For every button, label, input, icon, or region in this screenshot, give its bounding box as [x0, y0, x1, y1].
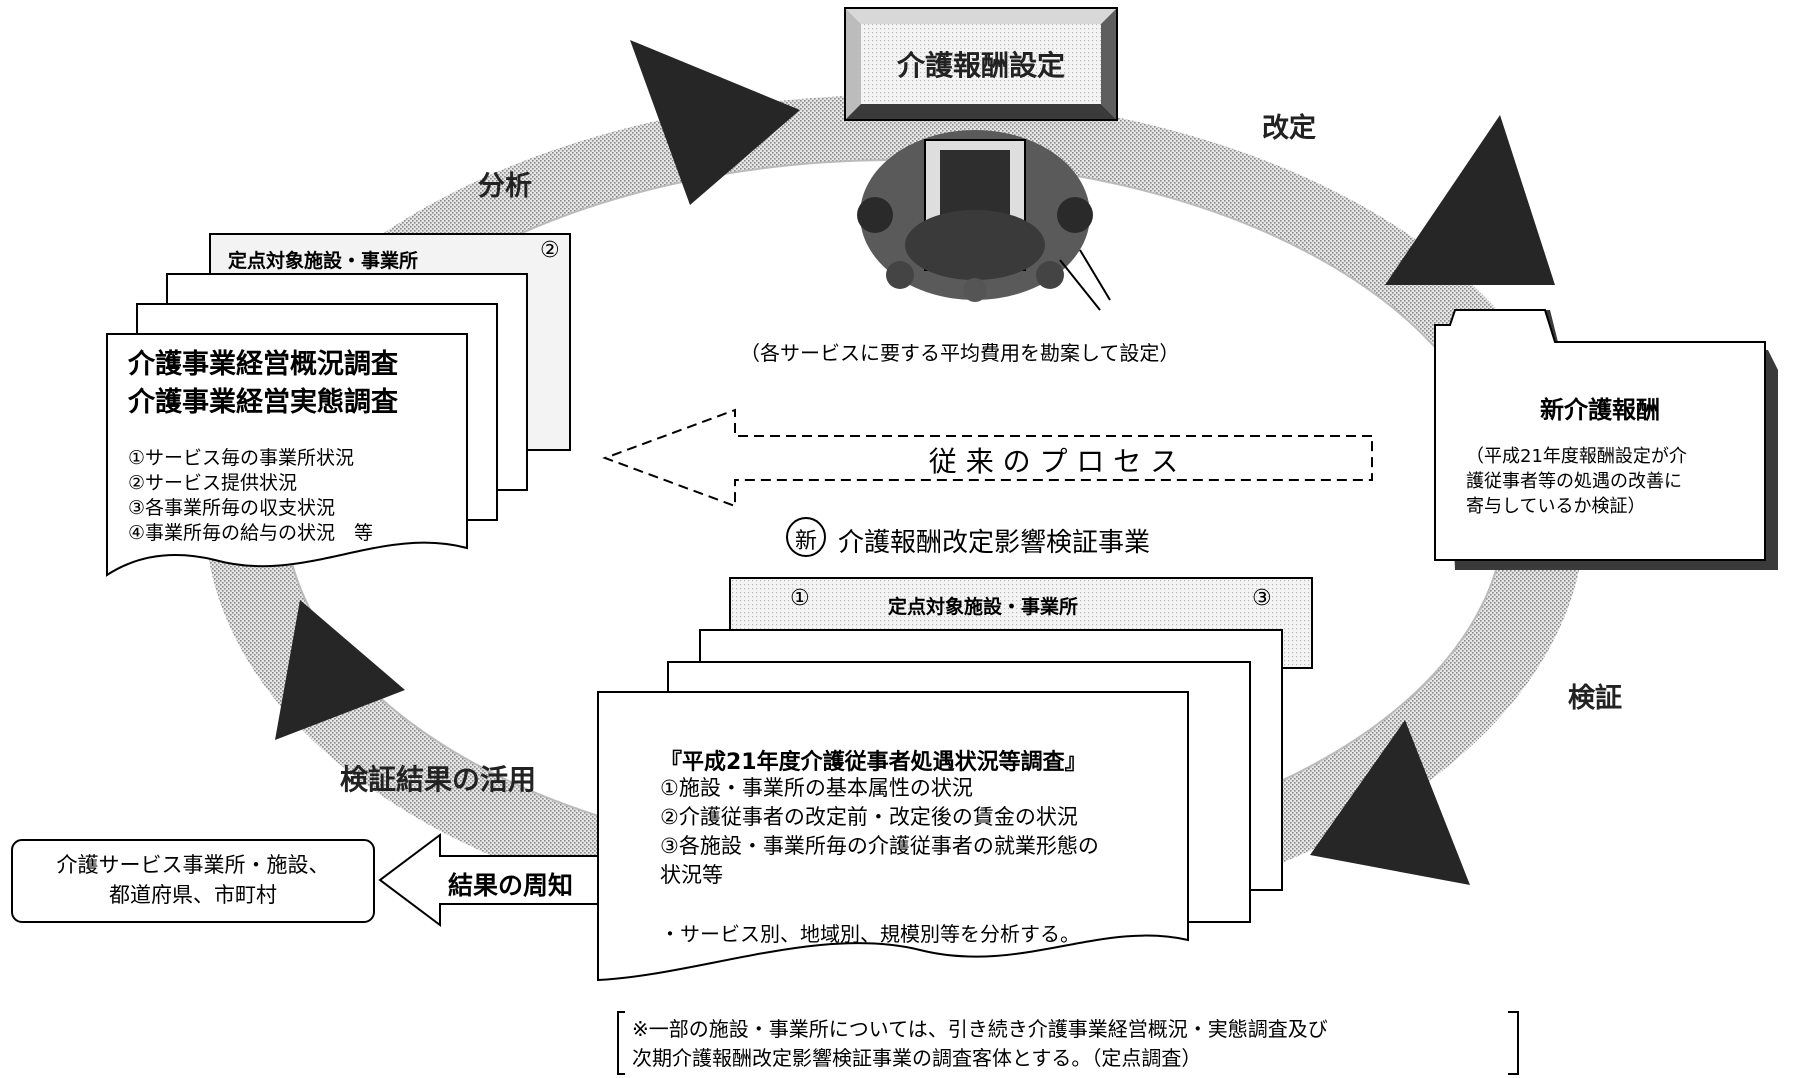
description-line: 護従事者等の処遇の改善に: [1466, 471, 1682, 492]
center-caption: （各サービスに要する平均費用を勘案して設定）: [740, 341, 1180, 365]
bottom-docs-number-left: ①: [790, 586, 810, 611]
left-docs-header-number: ②: [540, 238, 560, 263]
bottom-docs-title: 『平成21年度介護従事者処遇状況等調査』: [660, 750, 1087, 775]
new-mark: 新: [794, 529, 817, 554]
bottom-document-stack: [597, 577, 1313, 982]
left-docs-items: ①サービス毎の事業所状況 ②サービス提供状況 ③各事業所毎の収支状況 ④事業所毎…: [128, 446, 373, 546]
label-bunseki: 分析: [478, 171, 532, 202]
footnote-bracket-left: [617, 1011, 625, 1075]
cycle-arrow-top-right: [1385, 115, 1555, 285]
meeting-illustration: [857, 130, 1111, 311]
target-line: 介護サービス事業所・施設、: [56, 853, 330, 877]
footnote-line: ※一部の施設・事業所については、引き続き介護事業経営概況・実態調査及び: [632, 1017, 1328, 1041]
bottom-docs-header: 定点対象施設・事業所: [888, 596, 1079, 618]
right-box-title: 新介護報酬: [1540, 396, 1660, 424]
notify-arrow: [378, 833, 599, 927]
label-katsuyo: 検証結果の活用: [340, 763, 537, 796]
bottom-docs-number-right: ③: [1252, 586, 1272, 611]
list-item: ②サービス提供状況: [128, 472, 298, 494]
list-item: ③各施設・事業所毎の介護従事者の就業形態の: [660, 834, 1099, 858]
target-line: 都道府県、市町村: [109, 883, 277, 907]
cycle-arrow-top-left: [630, 40, 800, 205]
list-item: ①施設・事業所の基本属性の状況: [660, 776, 973, 800]
footnote-line: 次期介護報酬改定影響検証事業の調査客体とする。（定点調査）: [632, 1046, 1202, 1070]
notify-label: 結果の周知: [448, 871, 574, 900]
right-document: [1434, 309, 1778, 570]
left-docs-title-1: 介護事業経営概況調査: [128, 349, 398, 380]
list-item: ①サービス毎の事業所状況: [128, 447, 355, 469]
description-line: （平成21年度報酬設定が介: [1466, 446, 1687, 467]
list-item: ④事業所毎の給与の状況 等: [128, 522, 374, 544]
right-box-description: （平成21年度報酬設定が介 護従事者等の処遇の改善に 寄与しているか検証）: [1466, 444, 1687, 519]
new-project-title: 介護報酬改定影響検証事業: [838, 528, 1151, 558]
list-item: ②介護従事者の改定前・改定後の賃金の状況: [660, 805, 1078, 829]
bottom-docs-items: ①施設・事業所の基本属性の状況 ②介護従事者の改定前・改定後の賃金の状況 ③各施…: [660, 774, 1099, 890]
top-box-title: 介護報酬設定: [896, 49, 1065, 82]
new-mark-circle: [786, 517, 826, 557]
description-line: 寄与しているか検証）: [1466, 496, 1646, 517]
cycle-arrow-bottom-right: [1310, 720, 1470, 885]
cycle-arrow-bottom-left: [275, 600, 405, 740]
left-document-stack: [106, 233, 571, 577]
old-process-arrow: [602, 408, 1373, 508]
left-docs-header: 定点対象施設・事業所: [228, 250, 419, 272]
target-box: [11, 839, 375, 923]
notify-target: 介護サービス事業所・施設、 都道府県、市町村: [12, 850, 374, 910]
old-process-label: 従 来 の プ ロ セ ス: [928, 445, 1179, 478]
footnote-bracket-right: [1508, 1011, 1519, 1075]
left-docs-title-2: 介護事業経営実態調査: [128, 387, 398, 418]
footnote: ※一部の施設・事業所については、引き続き介護事業経営概況・実態調査及び 次期介護…: [632, 1015, 1328, 1073]
top-box-frame: [844, 7, 1118, 121]
label-kaitei: 改定: [1262, 113, 1316, 144]
list-item: 状況等: [660, 863, 723, 887]
list-item: ③各事業所毎の収支状況: [128, 497, 336, 519]
label-kensho: 検証: [1568, 683, 1622, 714]
bottom-docs-note: ・サービス別、地域別、規模別等を分析する。: [660, 922, 1080, 946]
